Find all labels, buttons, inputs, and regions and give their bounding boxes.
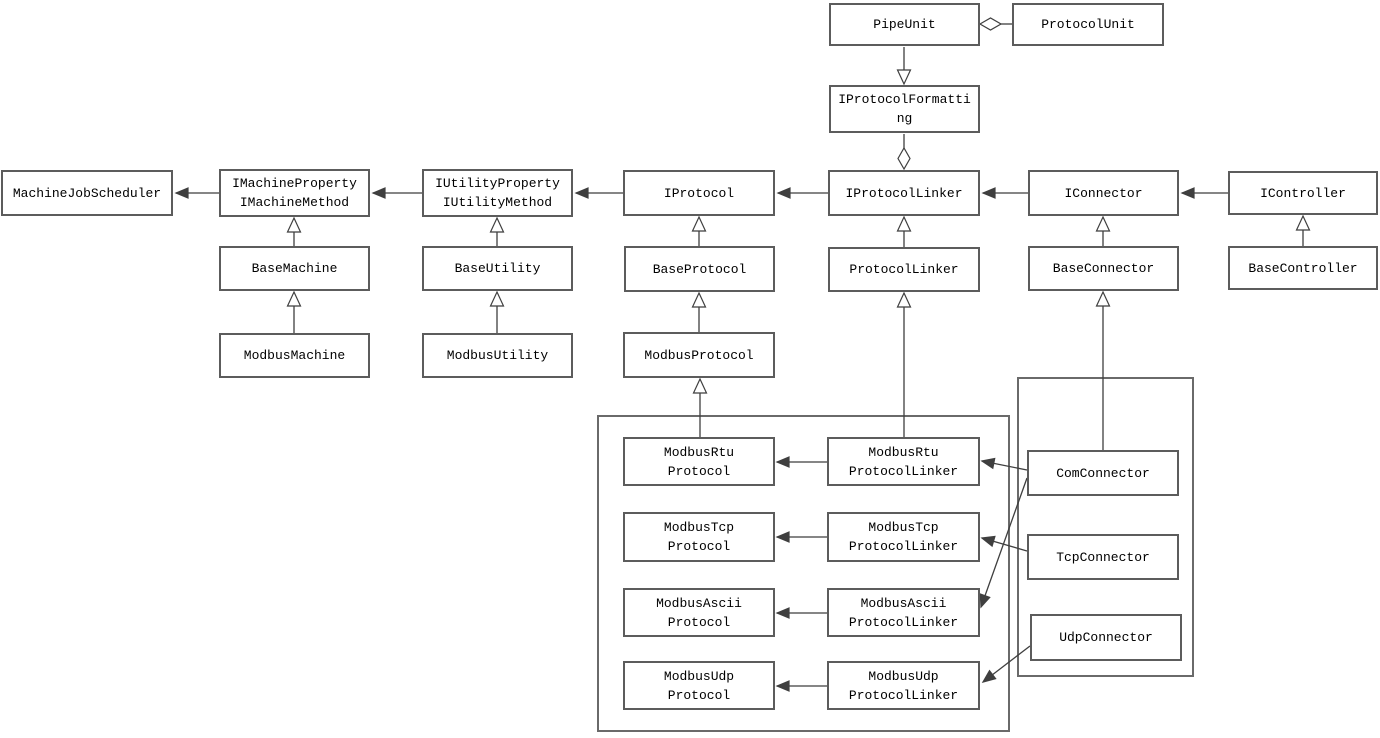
class-label-protocol-unit: ProtocolUnit [1041, 17, 1135, 32]
class-label-base-protocol: BaseProtocol [652, 261, 747, 277]
class-label-modbus-ascii-protocol-linker: ModbusAscii ProtocolLinker [848, 595, 959, 630]
class-label-modbus-ascii-protocol: ModbusAscii Protocol [656, 595, 742, 630]
edge-base-machine-to-imachine-property [286, 216, 302, 246]
edge-rtu-linker-to-rtu-protocol [775, 456, 827, 468]
class-box-iprotocol-formatting: IProtocolFormatti ng [829, 85, 980, 133]
class-box-tcp-connector: TcpConnector [1027, 534, 1179, 580]
edge-iprotocol-formatting-to-iprotocol-linker-aggregation [897, 134, 911, 171]
class-box-protocol-unit: ProtocolUnit [1012, 3, 1164, 46]
edge-protocol-linker-to-iprotocol-linker [896, 215, 912, 247]
connector-implementation-group [1017, 377, 1194, 677]
class-label-modbus-rtu-protocol: ModbusRtu Protocol [663, 444, 735, 479]
class-label-iprotocol-linker: IProtocolLinker [845, 185, 963, 201]
class-box-iprotocol: IProtocol [623, 170, 775, 216]
class-box-base-protocol: BaseProtocol [624, 246, 775, 292]
class-box-udp-connector: UdpConnector [1030, 614, 1182, 661]
edge-base-controller-to-icontroller [1295, 214, 1311, 246]
class-box-modbus-udp-protocol: ModbusUdp Protocol [623, 661, 775, 710]
class-label-com-connector: ComConnector [1056, 465, 1150, 481]
class-label-iprotocol: IProtocol [663, 185, 735, 201]
class-box-protocol-linker: ProtocolLinker [828, 247, 980, 292]
class-label-modbus-protocol: ModbusProtocol [644, 347, 754, 363]
class-label-pipe-unit: PipeUnit [873, 17, 936, 32]
edge-iutility-property-to-imachine-property [371, 187, 422, 199]
class-box-base-controller: BaseController [1228, 246, 1378, 290]
class-label-modbus-udp-protocol-linker: ModbusUdp ProtocolLinker [848, 668, 959, 703]
edge-modbus-utility-to-base-utility [489, 290, 505, 333]
class-label-protocol-linker: ProtocolLinker [849, 262, 959, 277]
edge-com-connector-to-rtu-linker [980, 457, 1028, 471]
class-label-modbus-utility: ModbusUtility [446, 348, 549, 363]
class-box-machine-job-scheduler: MachineJobScheduler [1, 170, 173, 216]
edge-ascii-linker-to-ascii-protocol [775, 607, 827, 619]
class-label-modbus-rtu-protocol-linker: ModbusRtu ProtocolLinker [848, 444, 959, 479]
class-label-modbus-machine: ModbusMachine [243, 348, 346, 363]
edge-com-connector-to-base-connector [1095, 290, 1111, 450]
class-box-iconnector: IConnector [1028, 170, 1179, 216]
class-label-modbus-tcp-protocol-linker: ModbusTcp ProtocolLinker [848, 520, 959, 554]
class-box-iprotocol-linker: IProtocolLinker [828, 170, 980, 216]
edge-protocol-unit-to-pipe-unit-aggregation [978, 17, 1012, 31]
class-box-imachine-property-method: IMachineProperty IMachineMethod [219, 169, 370, 217]
edge-modbus-protocol-to-base-protocol [691, 291, 707, 332]
edge-com-connector-to-ascii-linker [979, 477, 1028, 609]
class-box-modbus-tcp-protocol-linker: ModbusTcp ProtocolLinker [827, 512, 980, 562]
edge-iprotocol-linker-to-iprotocol [776, 187, 828, 199]
edge-tcp-linker-to-tcp-protocol [775, 531, 827, 543]
class-box-icontroller: IController [1228, 171, 1378, 215]
class-label-imachine-property-method: IMachineProperty IMachineMethod [232, 176, 357, 210]
class-box-iutility-property-method: IUtilityProperty IUtilityMethod [422, 169, 573, 217]
class-box-modbus-rtu-protocol-linker: ModbusRtu ProtocolLinker [827, 437, 980, 486]
class-label-base-utility: BaseUtility [454, 261, 541, 276]
edge-base-protocol-to-iprotocol [691, 215, 707, 246]
edge-imachine-property-to-machine-job-scheduler [174, 187, 219, 199]
edge-icontroller-to-iconnector [1180, 187, 1228, 199]
modbus-protocol-group [597, 415, 1010, 732]
class-label-iprotocol-formatting: IProtocolFormatti ng [838, 92, 971, 126]
class-box-pipe-unit: PipeUnit [829, 3, 980, 46]
class-box-modbus-ascii-protocol-linker: ModbusAscii ProtocolLinker [827, 588, 980, 637]
class-label-modbus-tcp-protocol: ModbusTcp Protocol [663, 520, 735, 554]
class-box-com-connector: ComConnector [1027, 450, 1179, 496]
class-box-base-machine: BaseMachine [219, 246, 370, 291]
class-label-base-connector: BaseConnector [1052, 261, 1155, 276]
edge-iconnector-to-iprotocol-linker [981, 187, 1028, 199]
edge-modbus-rtu-protocol-linker-to-protocol-linker [896, 291, 912, 437]
class-box-modbus-ascii-protocol: ModbusAscii Protocol [623, 588, 775, 637]
edge-base-utility-to-iutility-property [489, 216, 505, 246]
edge-modbus-rtu-protocol-to-modbus-protocol [692, 377, 708, 437]
edge-udp-connector-to-udp-linker [981, 645, 1031, 683]
class-label-machine-job-scheduler: MachineJobScheduler [12, 185, 162, 201]
class-label-base-controller: BaseController [1248, 260, 1358, 276]
class-box-modbus-protocol: ModbusProtocol [623, 332, 775, 378]
class-label-udp-connector: UdpConnector [1059, 630, 1153, 645]
class-box-base-utility: BaseUtility [422, 246, 573, 291]
class-label-base-machine: BaseMachine [251, 261, 338, 276]
class-box-modbus-machine: ModbusMachine [219, 333, 370, 378]
class-box-modbus-udp-protocol-linker: ModbusUdp ProtocolLinker [827, 661, 980, 710]
class-box-modbus-tcp-protocol: ModbusTcp Protocol [623, 512, 775, 562]
class-label-iutility-property-method: IUtilityProperty IUtilityMethod [435, 176, 560, 210]
class-label-icontroller: IController [1260, 185, 1346, 201]
class-label-tcp-connector: TcpConnector [1056, 549, 1150, 565]
class-box-base-connector: BaseConnector [1028, 246, 1179, 291]
class-label-iconnector: IConnector [1064, 185, 1143, 201]
edge-pipe-unit-to-iprotocol-formatting-generalization [896, 47, 912, 86]
class-box-modbus-utility: ModbusUtility [422, 333, 573, 378]
edge-udp-linker-to-udp-protocol [775, 680, 827, 692]
class-box-modbus-rtu-protocol: ModbusRtu Protocol [623, 437, 775, 486]
edge-tcp-connector-to-tcp-linker [980, 535, 1028, 552]
edge-base-connector-to-iconnector [1095, 215, 1111, 246]
edge-modbus-machine-to-base-machine [286, 290, 302, 333]
class-label-modbus-udp-protocol: ModbusUdp Protocol [663, 668, 735, 703]
edge-iprotocol-to-iutility-property [574, 187, 623, 199]
